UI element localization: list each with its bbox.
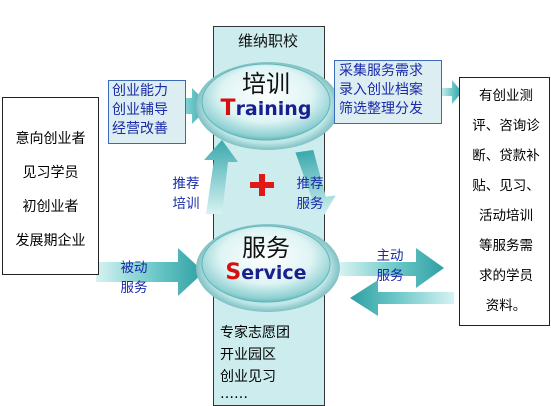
target-item: 发展期企业 [15,233,86,249]
target-item: 见习学员 [22,165,79,181]
resource-line: 断、贷款补 [472,148,540,164]
training-oval [201,63,331,141]
resource-list-item: 专家志愿团 [220,325,290,341]
arrow-recommend-training [204,140,238,214]
target-group-box: 意向创业者 见习学员 初创业者 发展期企业 [2,97,99,275]
service-tasks-box [334,60,442,124]
training-title: 培训 [242,70,290,98]
arrow-passive-service [96,248,204,296]
service-title: 服务 [242,234,290,262]
target-item: 初创业者 [22,199,79,215]
resource-line: 活动培训 [479,208,533,224]
arrow-to-right-top [440,80,462,104]
passive-service-label: 被动服务 [120,260,148,296]
resource-line: 评、咨询诊 [472,118,540,134]
recommend-training-label: 推荐培训 [172,176,200,212]
resource-line: 求的学员 [479,268,533,284]
service-task: 录入创业档案 [339,82,423,98]
service-task: 筛选整理分发 [339,101,423,117]
plus-icon [250,174,274,196]
resource-line: 贴、见习、 [472,178,540,194]
resource-line: 等服务需 [479,238,533,254]
training-item: 经营改善 [112,121,168,137]
arrow-active-service-right [340,248,444,288]
service-en-label: Service [225,260,307,285]
arrow-active-service-left [350,280,454,316]
target-item: 意向创业者 [15,131,86,147]
resource-line: 资料。 [485,298,527,314]
active-service-label: 主动服务 [376,248,404,284]
training-items-box [108,80,186,144]
student-resources-box: 有创业测 评、咨询诊 断、贷款补 贴、见习、 活动培训 等服务需 求的学员 资料… [459,77,550,326]
service-oval [201,225,331,303]
school-title: 维纳职校 [237,32,298,50]
service-task: 采集服务需求 [339,63,423,79]
training-item: 创业能力 [112,83,168,99]
training-en-label: Training [220,96,312,121]
resource-list-item: …… [220,386,248,402]
resource-list-item: 开业园区 [220,347,276,363]
training-item: 创业辅导 [112,102,168,118]
recommend-service-label: 推荐服务 [296,176,324,212]
arrow-recommend-service [295,150,336,218]
resource-list-item: 创业见习 [220,369,276,385]
resource-line: 有创业测 [479,88,533,104]
